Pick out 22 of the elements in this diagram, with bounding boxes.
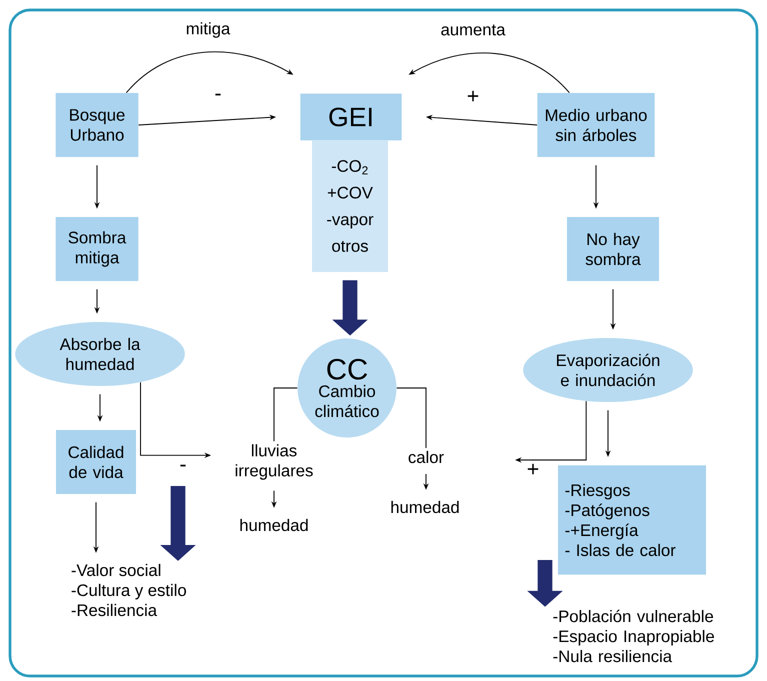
edge-label: aumenta	[439, 23, 507, 37]
edge-label: mitiga	[184, 20, 232, 40]
process-box: GEI	[300, 94, 402, 140]
process-box: No hay sombra	[567, 217, 659, 281]
connector-line	[274, 388, 298, 442]
process-box: Sombra mitiga	[56, 217, 138, 281]
process-box: Calidad de vida	[56, 430, 136, 494]
process-box: Medio urbano sin árboles	[537, 93, 655, 157]
text-label: calor	[408, 450, 444, 464]
text-label: lluvias irregulares	[236, 444, 313, 480]
edge-label: -	[178, 463, 188, 473]
edge-label: +	[465, 90, 481, 104]
list-box: -CO$_{2}$ +COV -vapor otros	[312, 140, 388, 272]
connector-line	[396, 388, 426, 448]
text-list: -Valor social -Cultura y estilo -Resiliencia	[72, 564, 186, 616]
text-list: -Población vulnerable -Espacio Inapropiable -Nula resiliencia	[553, 610, 714, 662]
text-label: humedad	[240, 518, 308, 532]
edge-label: -	[213, 92, 223, 102]
process-box: Bosque Urbano	[56, 93, 138, 157]
text-label: humedad	[391, 500, 459, 514]
edge-label: +	[525, 462, 541, 478]
list-box: -Riesgos -Patógenos -+Energía - Islas de calor	[558, 465, 706, 575]
